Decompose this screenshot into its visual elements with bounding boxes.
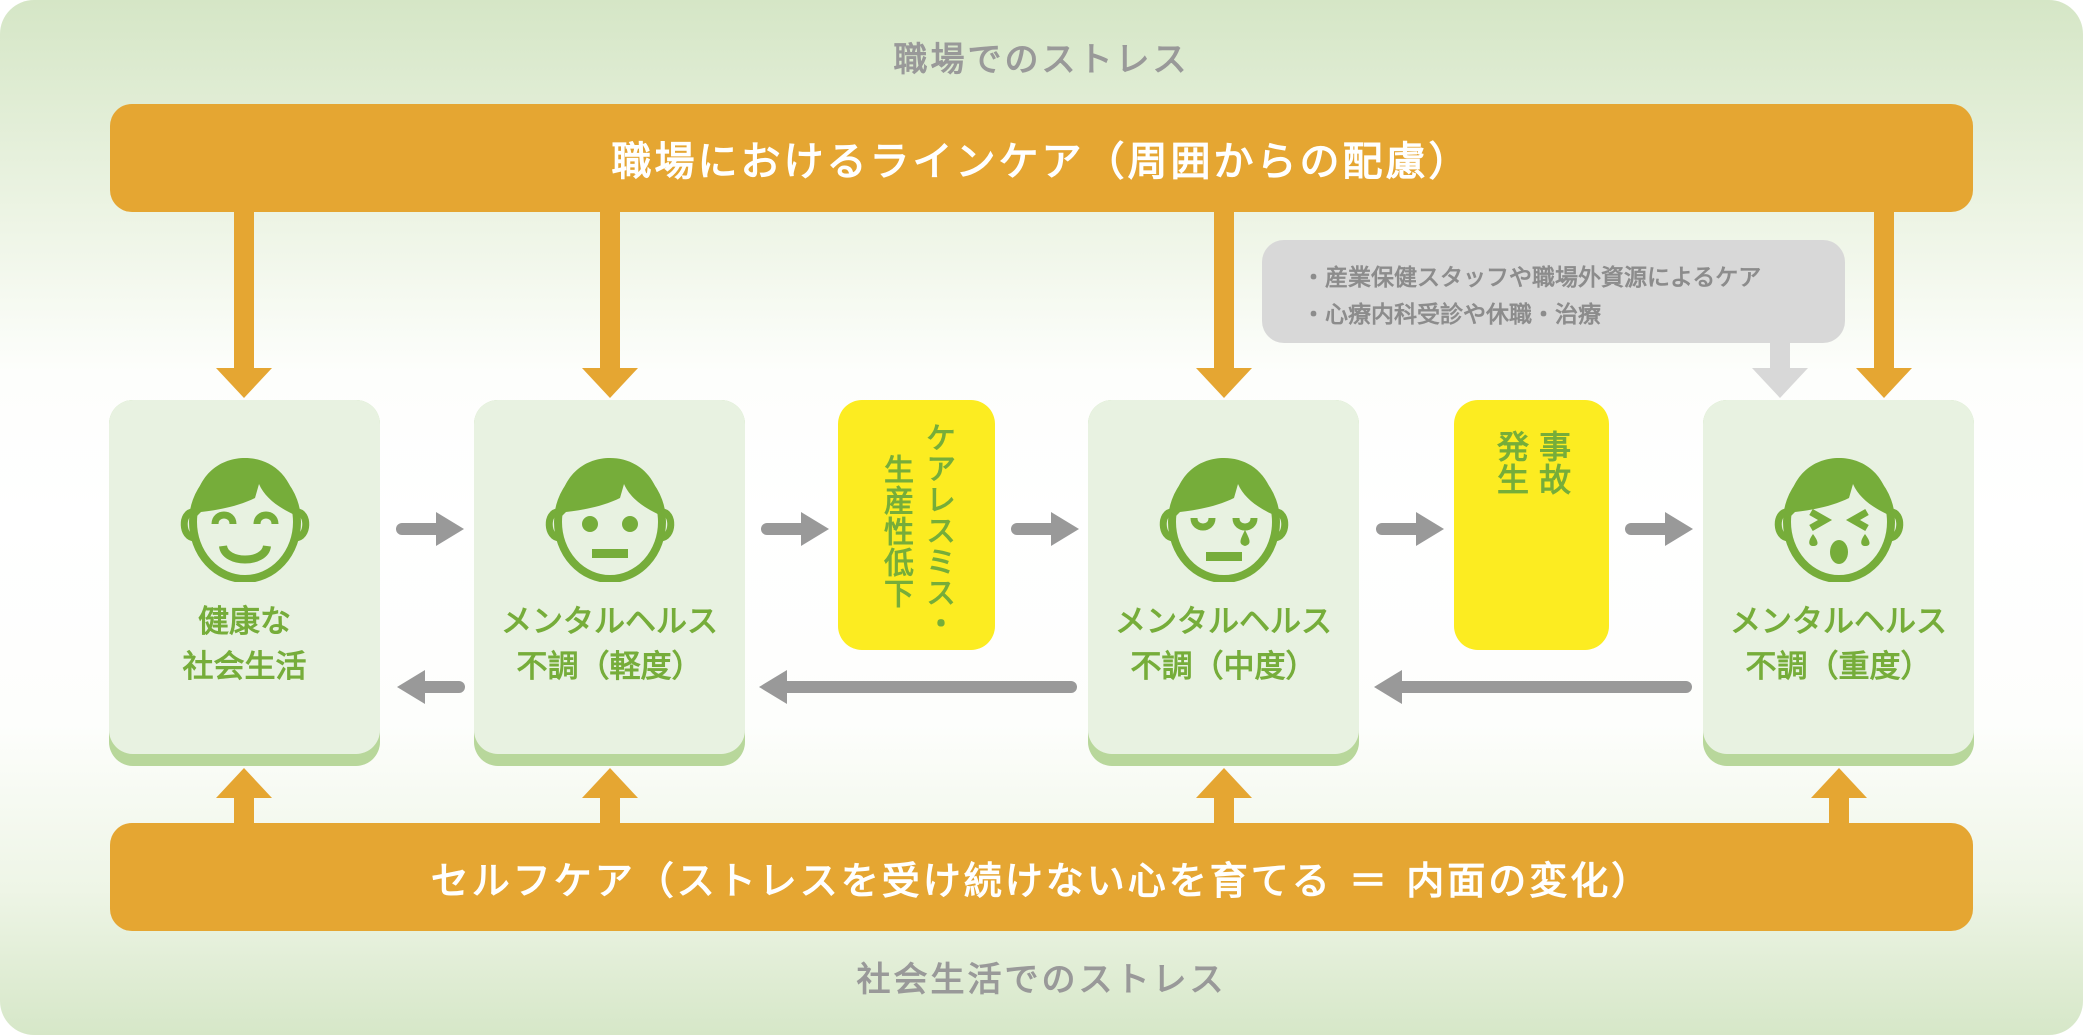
- stage-label-line-2: 不調（重度）: [1745, 649, 1932, 685]
- social-life-stress-label: 社会生活でのストレス: [856, 960, 1227, 1000]
- stage-label: メンタルヘルス 不調（中度）: [1088, 600, 1359, 690]
- forward-arrow-4: [1376, 512, 1444, 546]
- forward-arrow-5: [1625, 512, 1693, 546]
- workplace-stress-label: 職場でのストレス: [893, 40, 1190, 80]
- crying-face-icon: [1774, 458, 1904, 582]
- self-care-bar-text: セルフケア（ストレスを受け続けない心を育てる ＝ 内面の変化）: [430, 858, 1653, 903]
- stage-label: メンタルヘルス 不調（重度）: [1703, 600, 1974, 690]
- event-text-col-2: 発生: [1492, 430, 1530, 496]
- stage-label-line-2: 不調（軽度）: [516, 649, 703, 685]
- event-box-accident: 事故 発生: [1454, 400, 1609, 650]
- forward-arrow-2: [761, 512, 829, 546]
- stage-label: メンタルヘルス 不調（軽度）: [474, 600, 745, 690]
- backward-arrow-3: [1374, 670, 1692, 704]
- backward-arrow-2: [759, 670, 1077, 704]
- stage-card-mild: メンタルヘルス 不調（軽度）: [474, 400, 745, 766]
- external-care-note-line-1: ・産業保健スタッフや職場外資源によるケア: [1302, 265, 1762, 291]
- stage-card-severe: メンタルヘルス 不調（重度）: [1703, 400, 1974, 766]
- stage-label-line-2: 不調（中度）: [1130, 649, 1317, 685]
- stage-label-line-2: 社会生活: [182, 649, 307, 685]
- event-text-col-1: 事故: [1534, 430, 1572, 496]
- stage-label: 健康な 社会生活: [109, 600, 380, 690]
- external-care-note: ・産業保健スタッフや職場外資源によるケア ・心療内科受診や休職・治療: [1262, 240, 1845, 343]
- stage-label-line-1: メンタルヘルス: [1115, 604, 1332, 640]
- event-text-col-1: ケアレスミス・: [920, 422, 955, 639]
- neutral-face-icon: [545, 458, 675, 582]
- stage-label-line-1: 健康な: [198, 604, 291, 640]
- stage-label-line-1: メンタルヘルス: [501, 604, 718, 640]
- line-care-bar: 職場におけるラインケア（周囲からの配慮）: [110, 104, 1973, 212]
- forward-arrow-1: [396, 512, 464, 546]
- event-text-col-2: 生産性低下: [878, 454, 913, 609]
- event-box-careless-mistakes: ケアレスミス・ 生産性低下: [838, 400, 995, 650]
- tearful-face-icon: [1159, 458, 1289, 582]
- stage-card-moderate: メンタルヘルス 不調（中度）: [1088, 400, 1359, 766]
- stage-label-line-1: メンタルヘルス: [1730, 604, 1947, 640]
- backward-arrow-1: [397, 670, 465, 704]
- self-care-bar: セルフケア（ストレスを受け続けない心を育てる ＝ 内面の変化）: [110, 823, 1973, 931]
- smiling-face-icon: [180, 458, 310, 582]
- external-care-note-line-2: ・心療内科受診や休職・治療: [1302, 302, 1601, 328]
- line-care-bar-text: 職場におけるラインケア（周囲からの配慮）: [611, 139, 1472, 185]
- stage-card-healthy: 健康な 社会生活: [109, 400, 380, 766]
- forward-arrow-3: [1011, 512, 1079, 546]
